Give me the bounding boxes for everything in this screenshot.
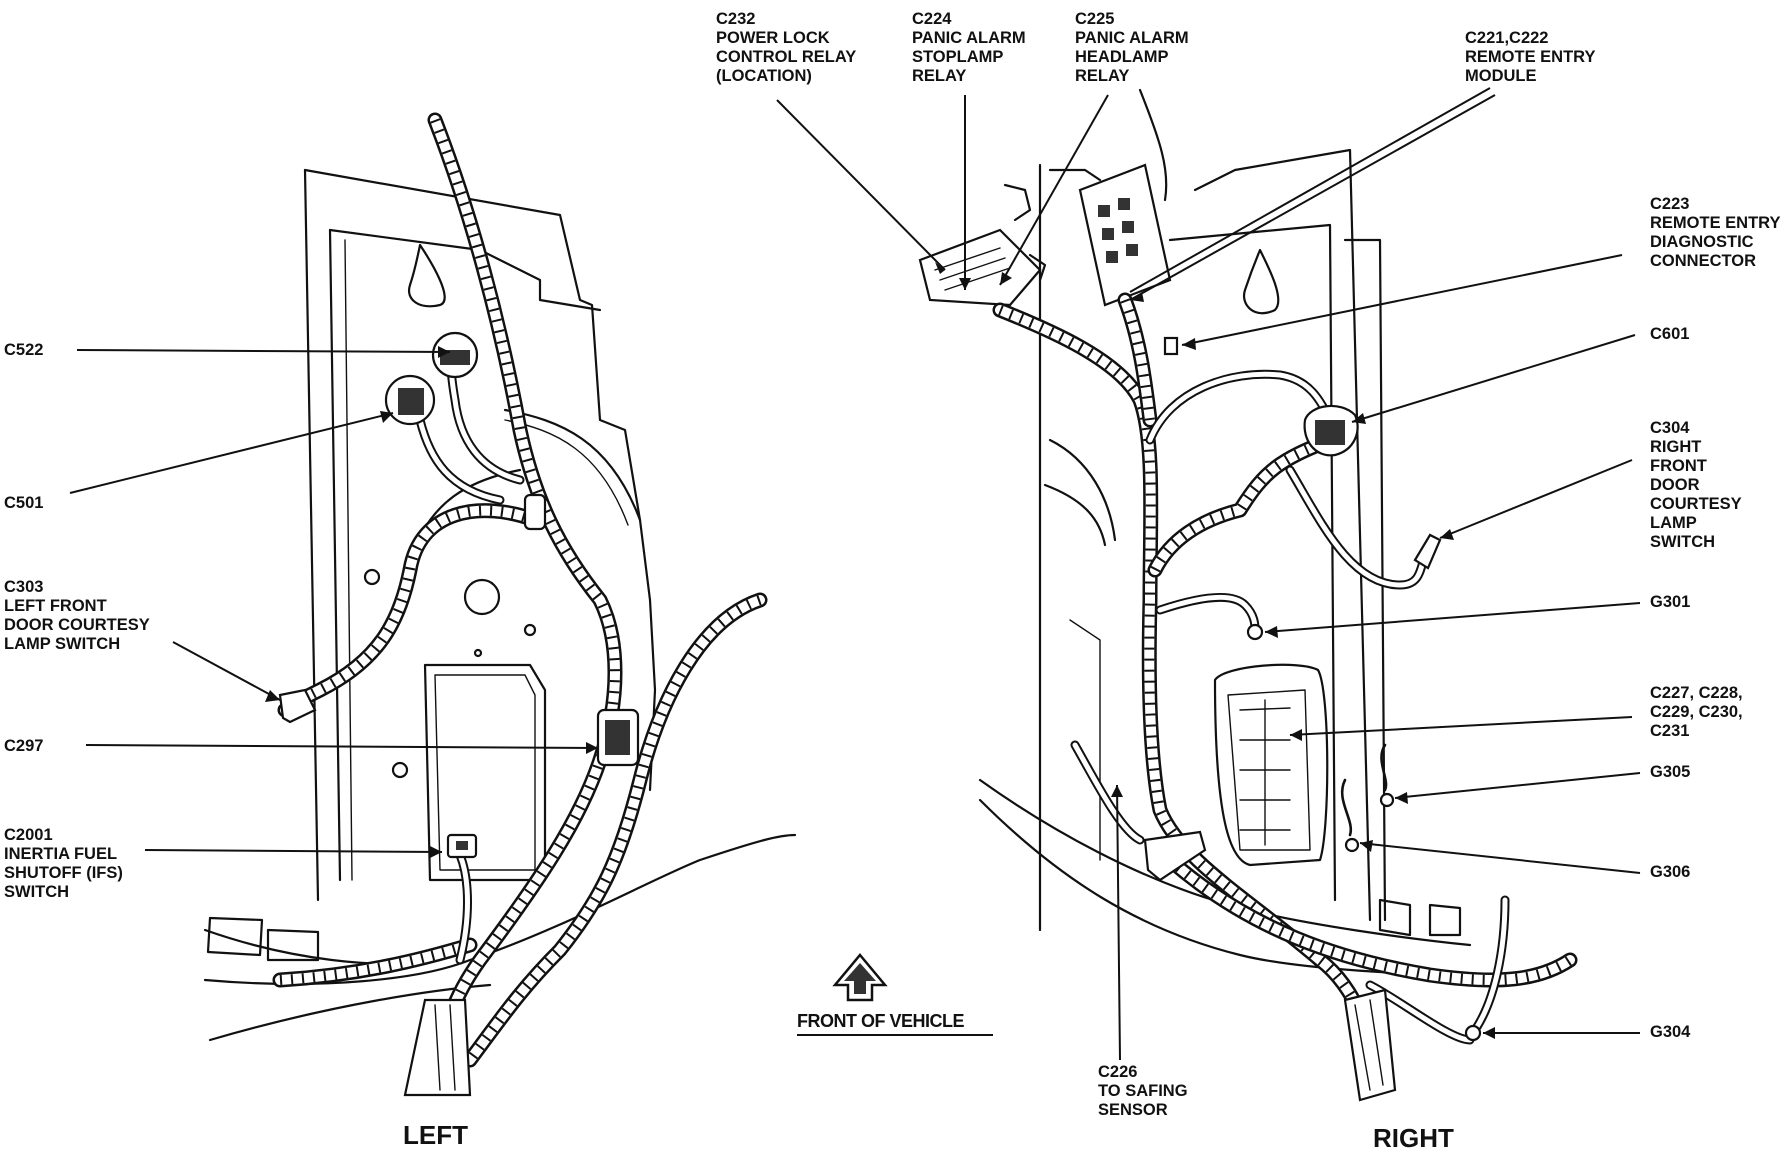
label-g304: G304 (1650, 1023, 1691, 1041)
svg-text:MODULE: MODULE (1465, 67, 1537, 85)
svg-text:G301: G301 (1650, 593, 1690, 611)
svg-text:C221,C222: C221,C222 (1465, 29, 1548, 47)
front-of-vehicle-label: FRONT OF VEHICLE (797, 1011, 964, 1031)
svg-text:SWITCH: SWITCH (4, 883, 69, 901)
c522-connector-shape (431, 331, 479, 379)
svg-text:PANIC ALARM: PANIC ALARM (1075, 29, 1189, 47)
svg-text:C304: C304 (1650, 419, 1690, 437)
svg-text:POWER LOCK: POWER LOCK (716, 29, 830, 47)
svg-text:C2001: C2001 (4, 826, 53, 844)
remote-entry-module-shape (1078, 163, 1172, 307)
svg-text:C297: C297 (4, 737, 43, 755)
leader-lines (69, 87, 1641, 1061)
svg-text:SHUTOFF (IFS): SHUTOFF (IFS) (4, 864, 123, 882)
svg-text:REMOTE ENTRY: REMOTE ENTRY (1650, 214, 1780, 232)
svg-text:G306: G306 (1650, 863, 1690, 881)
svg-text:C229, C230,: C229, C230, (1650, 703, 1743, 721)
svg-text:C232: C232 (716, 10, 755, 28)
g304-ground-shape (1464, 1024, 1482, 1042)
svg-text:SWITCH: SWITCH (1650, 533, 1715, 551)
svg-text:FRONT: FRONT (1650, 457, 1707, 475)
svg-text:SENSOR: SENSOR (1098, 1101, 1168, 1119)
label-c304: C304 RIGHT FRONT DOOR COURTESY LAMP SWIT… (1650, 419, 1742, 551)
label-c2001: C2001 INERTIA FUEL SHUTOFF (IFS) SWITCH (4, 826, 123, 901)
svg-text:CONTROL RELAY: CONTROL RELAY (716, 48, 856, 66)
c304-switch-shape (1413, 533, 1442, 570)
right-panel-drawing (918, 88, 1578, 1102)
label-c601: C601 (1650, 325, 1689, 343)
svg-text:LAMP SWITCH: LAMP SWITCH (4, 635, 120, 653)
svg-text:LEFT FRONT: LEFT FRONT (4, 597, 107, 615)
label-c223: C223 REMOTE ENTRY DIAGNOSTIC CONNECTOR (1650, 195, 1780, 270)
svg-text:C501: C501 (4, 494, 43, 512)
left-panel-drawing (203, 112, 797, 1097)
svg-text:C231: C231 (1650, 722, 1689, 740)
up-arrow-icon (832, 953, 888, 1002)
label-c232: C232 POWER LOCK CONTROL RELAY (LOCATION) (716, 10, 856, 85)
c303-switch-shape (278, 688, 317, 724)
svg-text:REMOTE ENTRY: REMOTE ENTRY (1465, 48, 1595, 66)
label-c522: C522 (4, 341, 43, 359)
fuse-block-shape (1213, 663, 1329, 867)
svg-text:PANIC ALARM: PANIC ALARM (912, 29, 1026, 47)
svg-text:RELAY: RELAY (1075, 67, 1129, 85)
label-c303: C303 LEFT FRONT DOOR COURTESY LAMP SWITC… (4, 578, 150, 653)
label-c225: C225 PANIC ALARM HEADLAMP RELAY (1075, 10, 1189, 85)
svg-text:CONNECTOR: CONNECTOR (1650, 252, 1756, 270)
svg-text:C226: C226 (1098, 1063, 1137, 1081)
svg-text:INERTIA FUEL: INERTIA FUEL (4, 845, 117, 863)
svg-text:C225: C225 (1075, 10, 1114, 28)
g301-ground-shape (1246, 623, 1264, 641)
relay-block-shape (918, 183, 1047, 307)
svg-text:DIAGNOSTIC: DIAGNOSTIC (1650, 233, 1754, 251)
c223-connector-shape (1163, 336, 1179, 356)
svg-text:C227, C228,: C227, C228, (1650, 684, 1743, 702)
label-c297: C297 (4, 737, 43, 755)
svg-text:G304: G304 (1650, 1023, 1691, 1041)
svg-text:RELAY: RELAY (912, 67, 966, 85)
svg-text:DOOR: DOOR (1650, 476, 1700, 494)
svg-text:C601: C601 (1650, 325, 1689, 343)
left-side-label: LEFT (403, 1120, 468, 1150)
label-g306: G306 (1650, 863, 1690, 881)
label-c221-c222: C221,C222 REMOTE ENTRY MODULE (1465, 29, 1595, 85)
label-c501: C501 (4, 494, 43, 512)
g305-ground-shape (1379, 743, 1395, 808)
c2001-switch-shape (446, 833, 478, 859)
svg-text:STOPLAMP: STOPLAMP (912, 48, 1003, 66)
c601-connector-shape (1303, 404, 1359, 457)
label-g305: G305 (1650, 763, 1690, 781)
svg-text:LAMP: LAMP (1650, 514, 1697, 532)
c501-connector-shape (384, 374, 436, 426)
svg-text:(LOCATION): (LOCATION) (716, 67, 812, 85)
c297-connector-shape (596, 708, 640, 767)
svg-text:C303: C303 (4, 578, 43, 596)
svg-text:C223: C223 (1650, 195, 1689, 213)
g306-ground-shape (1340, 778, 1360, 853)
svg-text:TO SAFING: TO SAFING (1098, 1082, 1188, 1100)
right-side-label: RIGHT (1373, 1123, 1454, 1152)
svg-text:HEADLAMP: HEADLAMP (1075, 48, 1169, 66)
label-c224: C224 PANIC ALARM STOPLAMP RELAY (912, 10, 1026, 85)
svg-text:C224: C224 (912, 10, 952, 28)
label-c227-c231: C227, C228, C229, C230, C231 (1650, 684, 1743, 740)
svg-text:COURTESY: COURTESY (1650, 495, 1742, 513)
label-c226: C226 TO SAFING SENSOR (1098, 1063, 1188, 1119)
svg-text:DOOR COURTESY: DOOR COURTESY (4, 616, 150, 634)
svg-text:RIGHT: RIGHT (1650, 438, 1701, 456)
svg-text:C522: C522 (4, 341, 43, 359)
svg-text:G305: G305 (1650, 763, 1690, 781)
label-g301: G301 (1650, 593, 1690, 611)
